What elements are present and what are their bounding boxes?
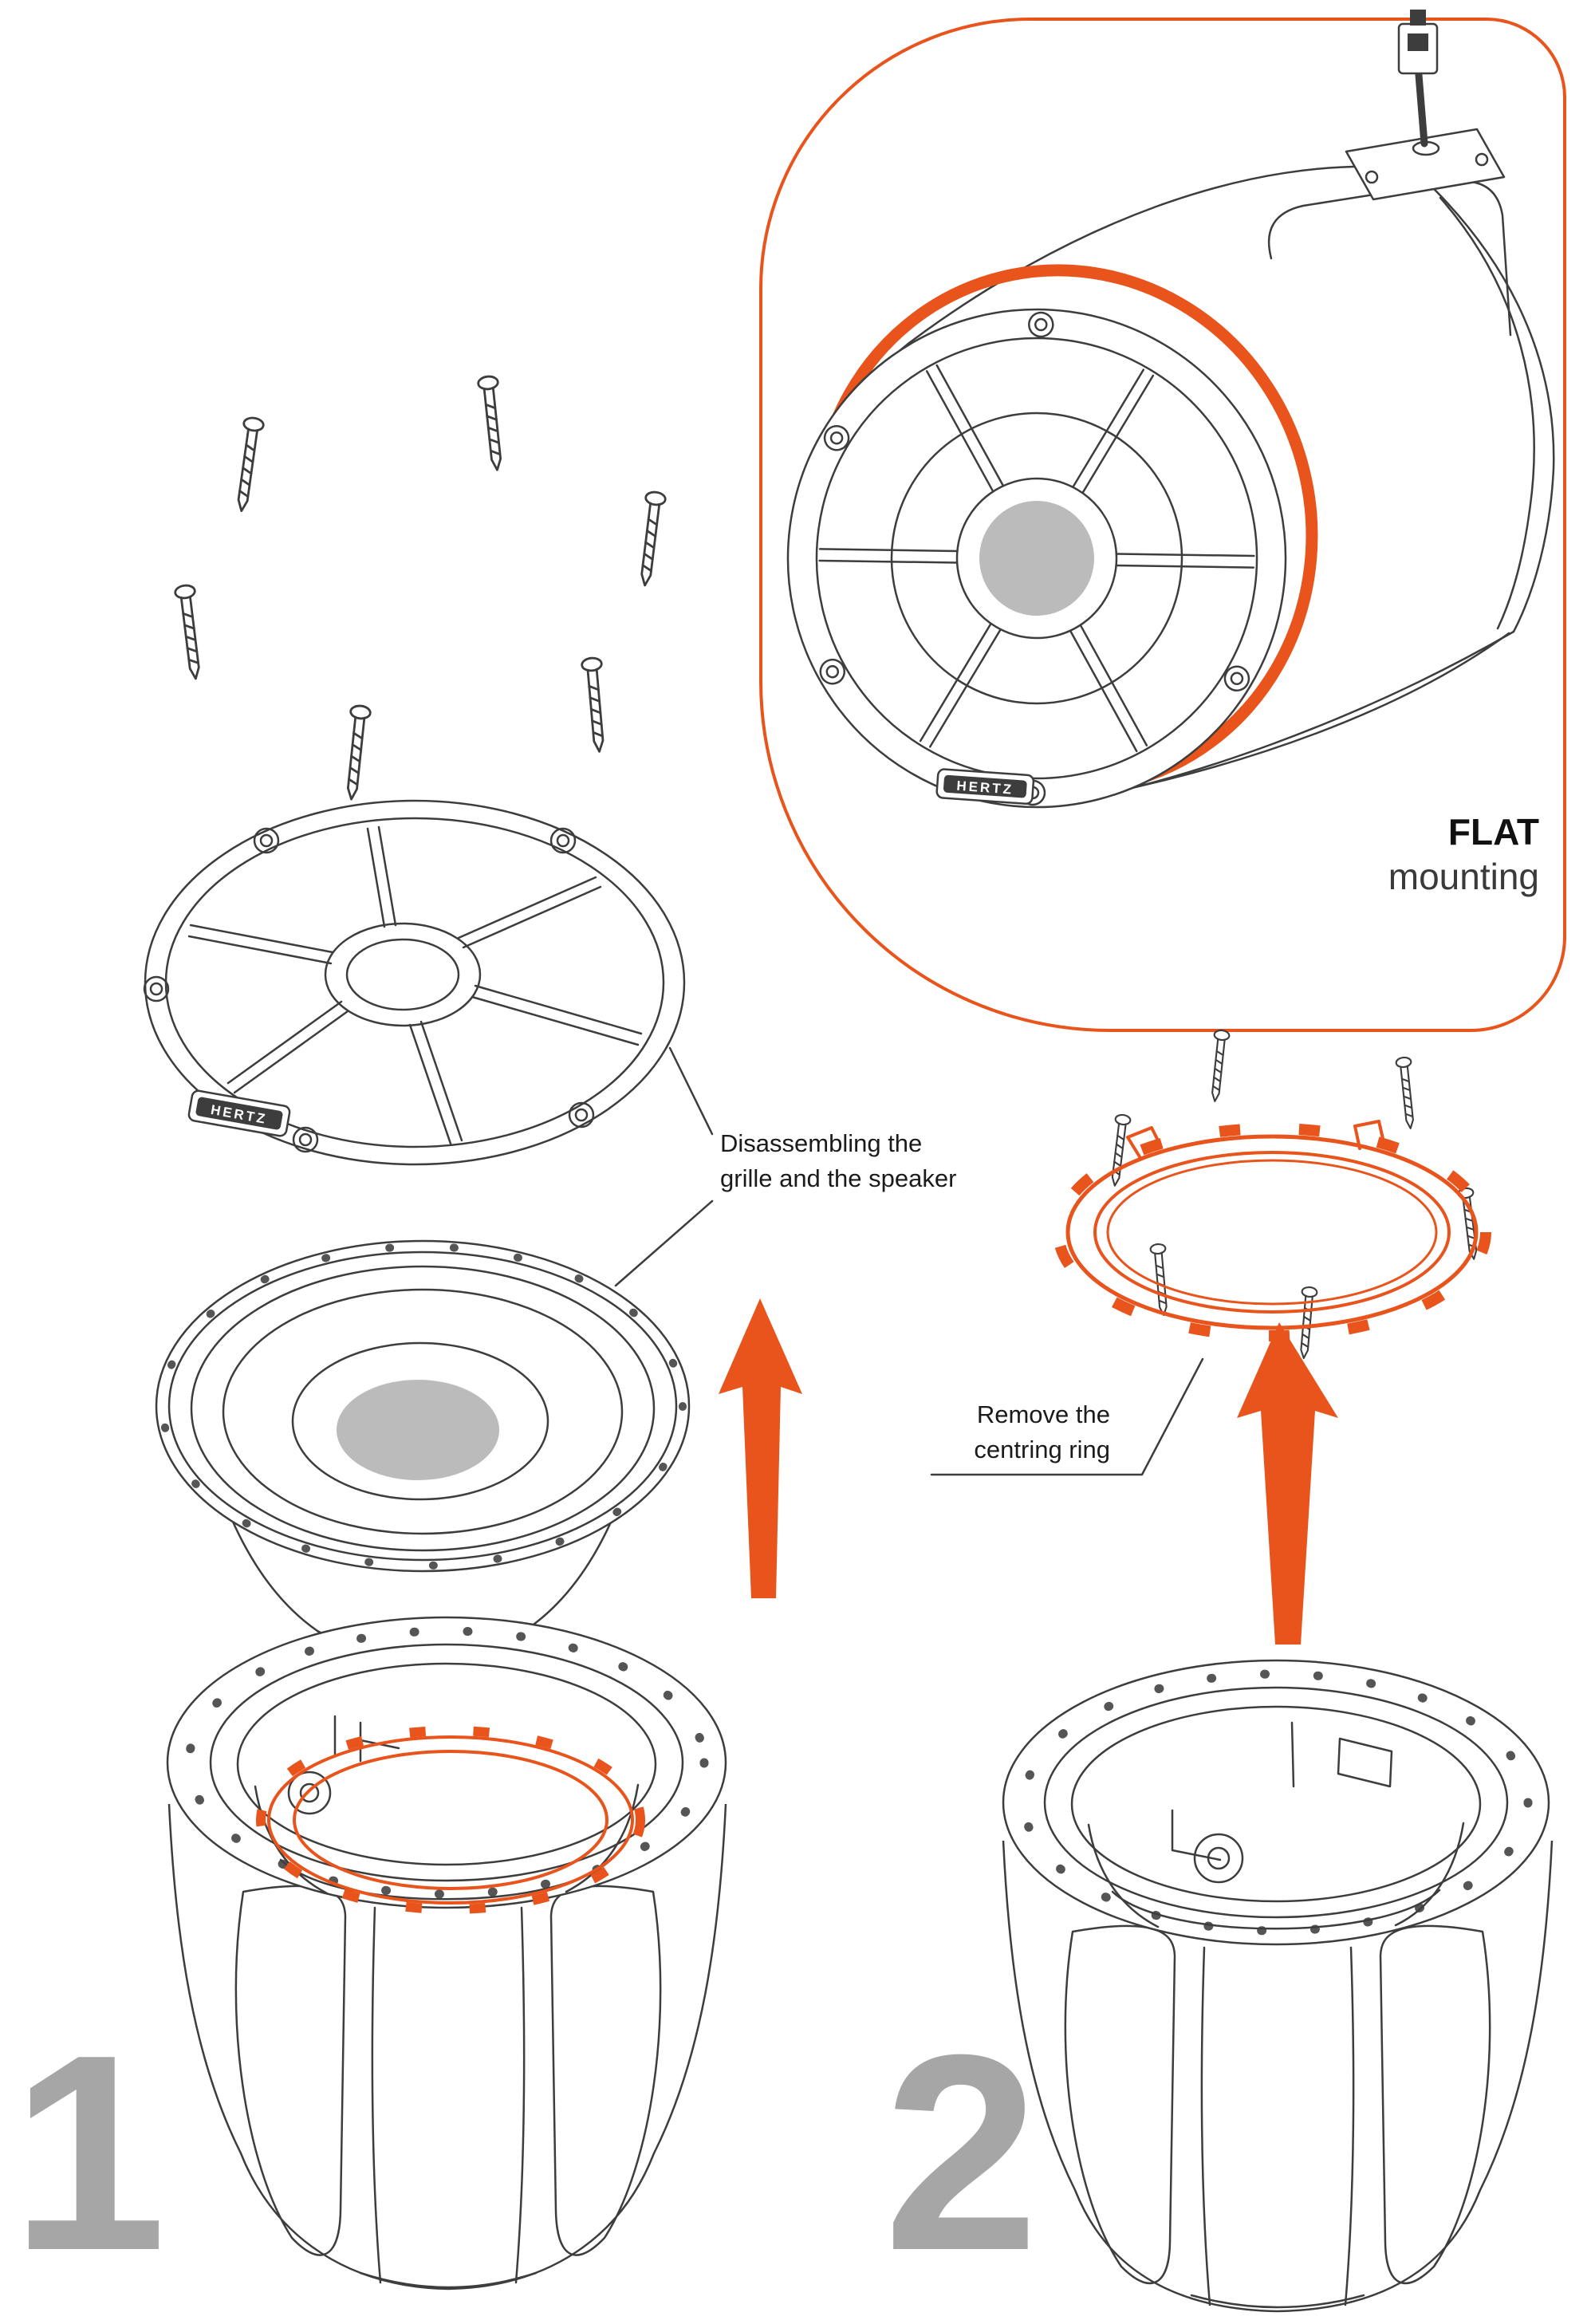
rim-bolt-holes (184, 1626, 709, 1899)
step1-caption-line1: Disassembling the (720, 1129, 923, 1157)
screw-icon (173, 583, 207, 681)
screw-icon (1149, 1243, 1172, 1317)
flat-subtitle: mounting (1388, 856, 1539, 897)
centring-ring (1053, 1120, 1491, 1341)
step2-screws (1106, 1029, 1483, 1360)
rim-bolt-holes (1019, 1669, 1533, 1936)
brand-badge-pod: HERTZ (935, 768, 1035, 806)
speaker-grille: HERTZ (143, 799, 686, 1166)
driver-bolt-holes (159, 1243, 687, 1570)
up-arrow-step2 (1237, 1322, 1338, 1645)
screw-icon (580, 656, 611, 754)
step2-caption-line2: centring ring (974, 1436, 1110, 1464)
pod-dust-cap (979, 501, 1094, 616)
screw-icon (1295, 1286, 1318, 1360)
step1-screws (173, 374, 668, 802)
screw-icon (633, 490, 668, 588)
screw-icon (1395, 1056, 1420, 1130)
mount-plate (1345, 128, 1506, 201)
enclosure-step2 (1002, 1659, 1554, 2313)
speaker-driver (155, 1239, 691, 1647)
step2-number: 2 (884, 1997, 1039, 2309)
up-arrow-step1 (719, 1298, 802, 1598)
dust-cap (337, 1380, 499, 1480)
screw-icon (230, 416, 266, 514)
step2-leader-line (930, 1357, 1204, 1476)
step1-caption-line2: grille and the speaker (720, 1164, 957, 1193)
flat-title: FLAT (1447, 811, 1539, 853)
screw-icon (340, 703, 372, 802)
speaker-cable (1415, 71, 1428, 148)
centring-ring-installed (256, 1726, 645, 1914)
brand-badge-grille: HERTZ (187, 1089, 291, 1137)
screw-icon (1206, 1029, 1231, 1103)
step2-caption-line1: Remove the (976, 1400, 1110, 1428)
step1-number: 1 (11, 1997, 167, 2309)
screw-icon (1106, 1113, 1132, 1188)
flat-mounting-label: FLAT mounting (1388, 810, 1539, 898)
enclosure-step1 (166, 1616, 727, 2291)
connector-icon (1397, 10, 1439, 75)
step2-caption: Remove the centring ring (829, 1397, 1110, 1467)
step1-caption: Disassembling the grille and the speaker (720, 1126, 956, 1196)
pod-speaker: HERTZ (786, 10, 1555, 809)
screw-icon (476, 374, 509, 472)
pod-grille: HERTZ (786, 308, 1287, 809)
step1-leader-lines (614, 1046, 714, 1287)
brand-text: HERTZ (956, 778, 1014, 798)
grille-screw-bosses (143, 827, 595, 1153)
